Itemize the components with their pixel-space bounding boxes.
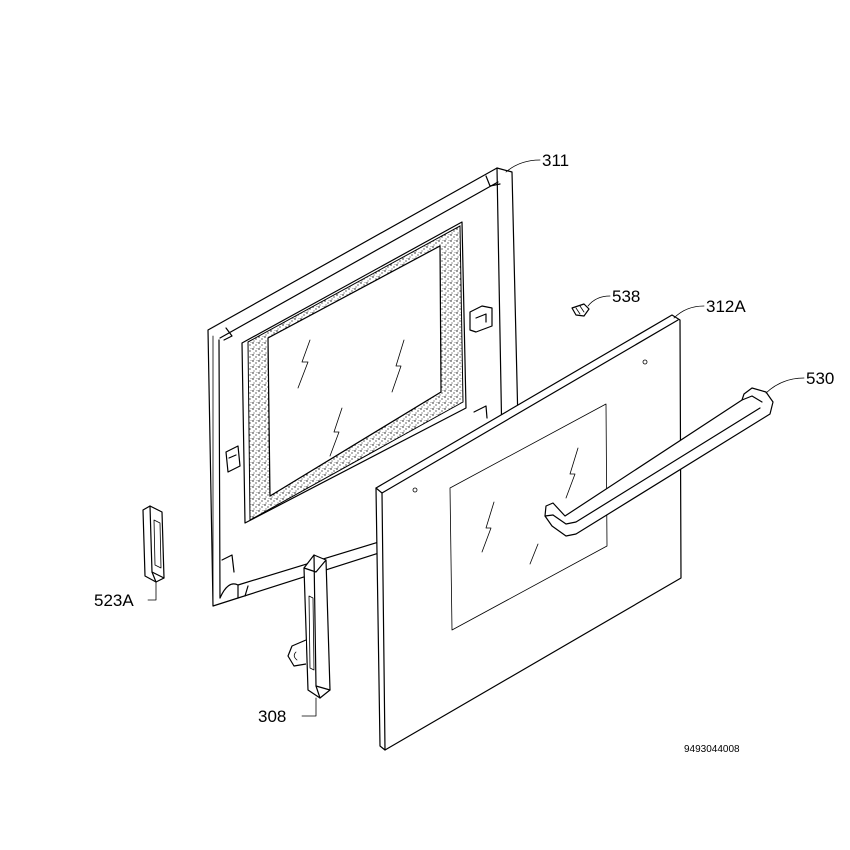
document-id: 9493044008	[684, 744, 740, 755]
label-538: 538	[612, 287, 640, 306]
label-530: 530	[806, 369, 834, 388]
hinge-cover-523A	[142, 505, 165, 583]
label-308: 308	[258, 707, 286, 726]
screw-538	[571, 303, 590, 317]
handle-530	[544, 387, 774, 537]
label-312A: 312A	[706, 297, 746, 316]
leader-lines	[147, 159, 805, 717]
glass-panel-312A	[375, 314, 682, 751]
label-523A: 523A	[94, 591, 134, 610]
hinge-308	[287, 554, 331, 699]
label-311: 311	[542, 151, 569, 170]
